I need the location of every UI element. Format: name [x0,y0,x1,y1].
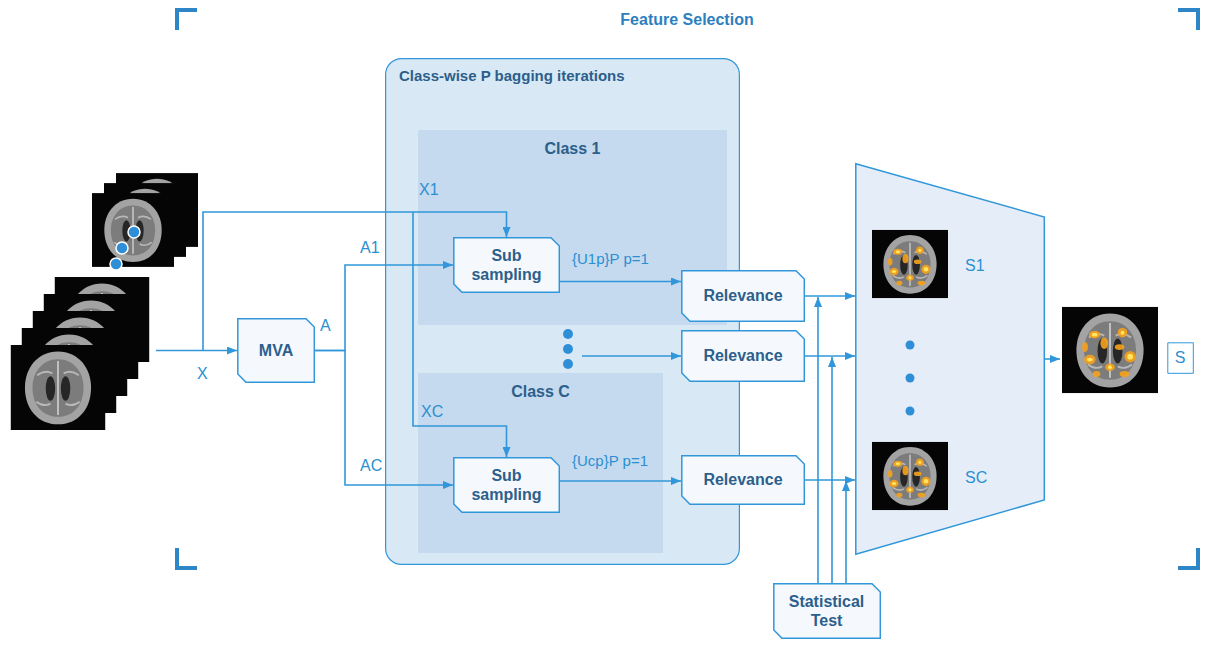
edge-label: AC [360,456,382,475]
connector [560,480,681,482]
voxel-dot [110,258,122,270]
mva-box: MVA [237,318,315,383]
output-map [1062,307,1158,393]
relevance-box: Relevance [681,270,805,322]
wire [156,350,237,352]
box-label: S [1175,348,1186,367]
voxel-dot [128,226,140,238]
connector [315,265,453,351]
funnel-shape [856,164,1045,555]
edge-label: {U1p}P p=1 [572,250,649,268]
connector [560,281,681,283]
box-label: MVA [259,341,293,360]
connector [805,295,855,297]
wire [582,355,681,357]
map-label: S1 [965,256,985,275]
subsampling-box: Sub sampling [453,457,560,513]
connector [315,351,453,486]
box-outline [453,457,560,513]
ellipsis-dot [563,344,573,354]
ellipsis-dot [906,374,915,383]
connector [805,355,855,357]
panel-heading: Class 1 [426,139,719,158]
signal-label: X [197,364,208,383]
panel-heading: Class C [426,382,655,401]
wire [817,297,819,583]
signal-label: X1 [419,180,439,199]
box-label: Relevance [703,346,782,365]
box-label: Relevance [703,286,782,305]
frame-bracket [177,10,1198,568]
edge-label: {Ucp}P p=1 [572,452,648,470]
diagram-title: Feature Selection [620,11,753,29]
scan-image [92,193,174,267]
signal-label: A [320,316,331,335]
ellipsis-dot [563,329,573,339]
panel-shape [418,130,727,325]
statistical-test-box: Statistical Test [773,583,881,639]
box-shape [238,319,314,383]
box-label: Statistical Test [781,592,873,630]
subsampling-box: Sub sampling [453,237,560,293]
connector [805,479,855,481]
box-label: Sub sampling [467,466,547,504]
box-shape [682,271,805,322]
selection-funnel: S1SC [855,163,1045,555]
ellipsis-dot [563,359,573,369]
box-outline [773,583,881,639]
wire [831,357,833,583]
output-symbol-box: S [1167,342,1194,374]
relevance-box: Relevance [681,455,805,505]
selection-map [872,230,948,298]
box-shape [773,584,880,639]
box-shape [454,458,560,513]
map-label: SC [965,468,987,487]
box-label: Sub sampling [467,246,547,284]
scan-image [11,345,105,430]
box-shape [682,331,805,382]
box-label: Relevance [703,470,782,489]
edge-label: A1 [360,238,380,257]
wire [1045,358,1060,360]
wire [845,481,847,583]
voxel-dot [116,242,128,254]
ellipsis-dot [906,341,915,350]
class-panel: Class 1 Sub sampling [418,130,727,325]
panel-shape [418,373,663,553]
relevance-box: Relevance [681,330,805,382]
panel-heading: Class-wise P bagging iterations [399,67,726,85]
box-shape [1167,342,1193,373]
box-shape [454,238,560,292]
selection-map [872,442,948,510]
signal-label: XC [421,402,443,421]
ellipsis-dot [906,407,915,416]
box-shape [682,456,805,505]
box-outline [453,237,560,293]
